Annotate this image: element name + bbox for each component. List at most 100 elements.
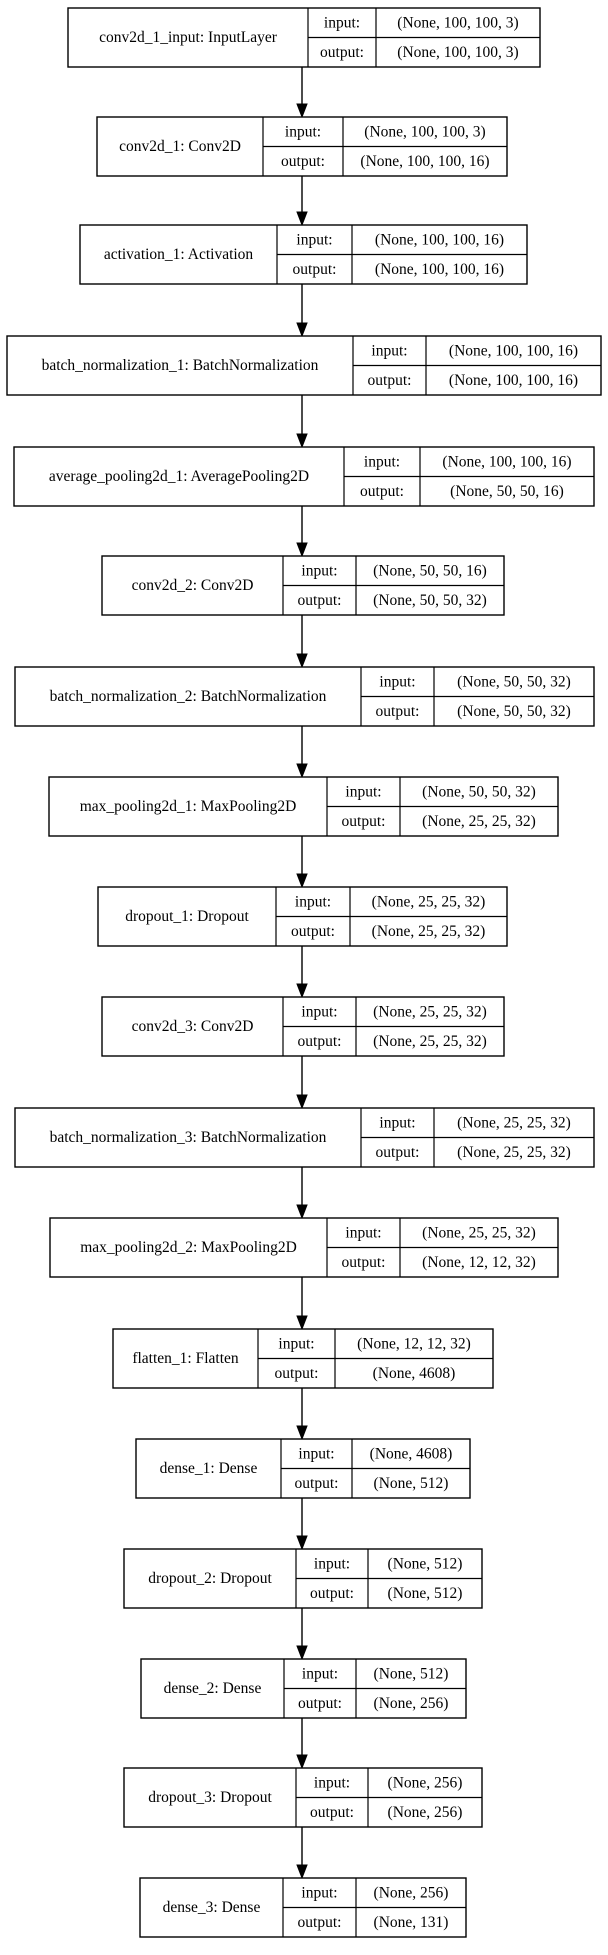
arrowhead-icon	[296, 1315, 308, 1331]
edge-arrow	[296, 1827, 308, 1880]
layer-node: conv2d_1_input: InputLayerinput:output:(…	[67, 7, 541, 68]
arrowhead-icon	[296, 322, 308, 338]
input-shape: (None, 100, 100, 3)	[364, 123, 485, 140]
input-label: input:	[298, 1445, 334, 1462]
layer-node: dropout_3: Dropout input: output: (None, 25…	[123, 1767, 483, 1828]
input-label: input:	[371, 342, 407, 359]
output-label: output:	[281, 153, 325, 170]
output-shape: (None, 25, 25, 32)	[422, 813, 536, 830]
output-shape: (None, 50, 50, 32)	[373, 592, 487, 609]
input-label: input:	[314, 1774, 350, 1791]
input-label: input:	[296, 231, 332, 248]
edge-arrow	[296, 1498, 308, 1551]
edge-arrow	[296, 176, 308, 227]
output-label: output:	[342, 813, 386, 830]
input-shape: (None, 50, 50, 32)	[422, 783, 536, 800]
output-label: output:	[298, 1695, 342, 1712]
input-label: input:	[278, 1335, 314, 1352]
output-label: output:	[298, 1914, 342, 1931]
output-shape: (None, 100, 100, 16)	[449, 372, 578, 389]
edge-arrow	[296, 726, 308, 779]
edge-arrow	[296, 1388, 308, 1441]
input-shape: (None, 100, 100, 16)	[375, 231, 504, 248]
input-shape: (None, 25, 25, 32)	[457, 1114, 571, 1131]
layer-name: conv2d_2: Conv2D	[132, 577, 254, 594]
edge-arrow	[296, 67, 308, 119]
layer-node: batch_normalization_2: BatchNormalizatio…	[14, 666, 595, 727]
layer-name: conv2d_3: Conv2D	[132, 1018, 254, 1035]
output-shape: (None, 12, 12, 32)	[422, 1254, 536, 1271]
edge-arrow	[296, 1056, 308, 1110]
input-label: input:	[379, 673, 415, 690]
layer-name: dropout_3: Dropout	[148, 1789, 272, 1806]
output-label: output:	[298, 592, 342, 609]
input-label: input:	[301, 562, 337, 579]
layer-node: activation_1: Activationinput:output:(No…	[79, 224, 528, 285]
output-shape: (None, 4608)	[373, 1365, 456, 1382]
layer-name: activation_1: Activation	[104, 246, 254, 263]
input-shape: (None, 4608)	[370, 1445, 453, 1462]
layer-node: batch_normalization_1: BatchNormalizatio…	[6, 335, 602, 396]
input-shape: (None, 100, 100, 16)	[449, 342, 578, 359]
input-shape: (None, 25, 25, 32)	[373, 1003, 487, 1020]
input-label: input:	[314, 1555, 350, 1572]
input-shape: (None, 25, 25, 32)	[372, 893, 486, 910]
input-shape: (None, 100, 100, 3)	[397, 14, 518, 31]
output-label: output:	[376, 703, 420, 720]
input-label: input:	[301, 1003, 337, 1020]
edge-arrow	[296, 615, 308, 669]
output-shape: (None, 256)	[374, 1695, 449, 1712]
input-shape: (None, 256)	[388, 1774, 463, 1791]
arrowhead-icon	[296, 1204, 308, 1220]
output-shape: (None, 25, 25, 32)	[372, 923, 486, 940]
output-shape: (None, 25, 25, 32)	[457, 1144, 571, 1161]
arrowhead-icon	[296, 103, 308, 119]
arrowhead-icon	[296, 211, 308, 227]
output-label: output:	[320, 44, 364, 61]
edge-arrow	[296, 395, 308, 449]
output-label: output:	[310, 1804, 354, 1821]
output-shape: (None, 512)	[374, 1475, 449, 1492]
output-label: output:	[310, 1585, 354, 1602]
output-shape: (None, 100, 100, 3)	[397, 44, 518, 61]
input-label: input:	[379, 1114, 415, 1131]
arrowhead-icon	[296, 653, 308, 669]
arrowhead-icon	[296, 983, 308, 999]
layer-box	[13, 446, 595, 507]
input-shape: (None, 12, 12, 32)	[357, 1335, 471, 1352]
layer-node: max_pooling2d_2: MaxPooling2Dinput:outpu…	[49, 1217, 559, 1278]
input-label: input:	[345, 1224, 381, 1241]
arrowhead-icon	[296, 433, 308, 449]
layer-name: batch_normalization_2: BatchNormalizatio…	[50, 688, 327, 705]
arrowhead-icon	[296, 1425, 308, 1441]
layer-name: conv2d_1_input: InputLayer	[99, 29, 278, 46]
output-label: output:	[342, 1254, 386, 1271]
input-shape: (None, 256)	[374, 1884, 449, 1901]
input-shape: (None, 100, 100, 16)	[442, 453, 571, 470]
layer-node: max_pooling2d_1: MaxPooling2D input: outpu…	[48, 776, 559, 837]
input-label: input:	[301, 1884, 337, 1901]
output-label: output:	[360, 483, 404, 500]
edge-arrow	[296, 836, 308, 889]
output-shape: (None, 50, 50, 32)	[457, 703, 571, 720]
arrowhead-icon	[296, 1645, 308, 1661]
output-label: output:	[275, 1365, 319, 1382]
output-label: output:	[368, 372, 412, 389]
arrowhead-icon	[296, 1094, 308, 1110]
arrowhead-icon	[296, 1754, 308, 1770]
layer-name: dropout_1: Dropout	[125, 908, 249, 925]
output-label: output:	[295, 1475, 339, 1492]
arrowhead-icon	[296, 763, 308, 779]
output-label: output:	[376, 1144, 420, 1161]
output-shape: (None, 131)	[374, 1914, 449, 1931]
arrowhead-icon	[296, 542, 308, 558]
layer-node: conv2d_2: Conv2D input: output: (None, 50, …	[101, 555, 505, 616]
layer-name: max_pooling2d_1: MaxPooling2D	[80, 798, 297, 815]
layer-name: dense_2: Dense	[164, 1680, 262, 1697]
input-label: input:	[345, 783, 381, 800]
